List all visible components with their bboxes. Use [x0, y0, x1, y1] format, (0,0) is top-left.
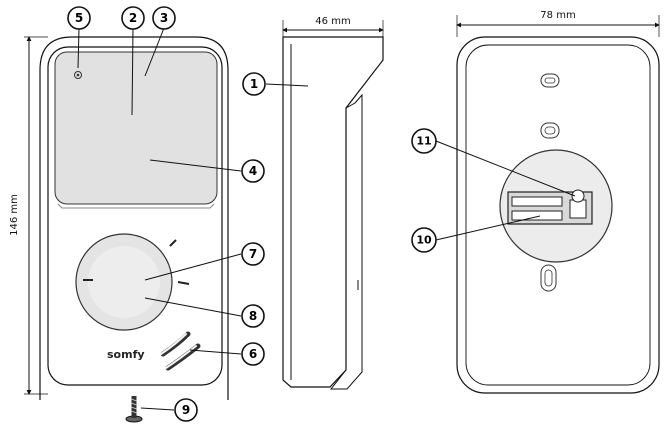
front-view: somfy 146 mm — [9, 36, 229, 423]
callout-11: 11 — [411, 128, 437, 154]
callout-9: 9 — [174, 398, 198, 422]
back-view — [456, 36, 660, 394]
callout-5: 5 — [67, 6, 91, 30]
side-cover-outline — [282, 36, 384, 388]
callout-7: 7 — [241, 242, 265, 266]
depth-label: 46 mm — [315, 16, 350, 27]
callout-2: 2 — [121, 6, 145, 30]
callout-leaders — [77, 27, 576, 411]
svg-text:7: 7 — [249, 247, 257, 261]
callout-10: 10 — [411, 227, 437, 253]
tamper-switch — [569, 199, 587, 219]
callout-4: 4 — [241, 159, 265, 183]
callout-3: 3 — [152, 6, 176, 30]
callout-8: 8 — [241, 304, 265, 328]
height-label: 146 mm — [9, 194, 20, 236]
mounting-slot — [540, 122, 560, 139]
speaker-slot — [160, 331, 191, 357]
brand-logo: somfy — [107, 348, 145, 361]
camera-window — [54, 51, 218, 205]
callout-1: 1 — [242, 72, 266, 96]
front-body — [47, 46, 223, 386]
svg-text:2: 2 — [129, 11, 137, 25]
back-outline — [456, 36, 660, 394]
svg-text:3: 3 — [160, 11, 168, 25]
led-hole — [74, 71, 82, 79]
svg-text:8: 8 — [249, 309, 257, 323]
svg-text:10: 10 — [416, 234, 432, 247]
call-button — [88, 246, 160, 318]
mounting-slot — [540, 73, 560, 88]
side-view: 46 mm — [282, 16, 384, 390]
width-label: 78 mm — [540, 10, 575, 21]
svg-text:9: 9 — [182, 403, 190, 417]
svg-text:6: 6 — [249, 347, 257, 361]
svg-text:5: 5 — [75, 11, 83, 25]
svg-text:1: 1 — [250, 77, 258, 91]
front-cover-outline — [39, 36, 229, 400]
speaker-slot — [165, 343, 201, 371]
svg-text:4: 4 — [249, 164, 257, 178]
callout-6: 6 — [241, 342, 265, 366]
screw — [125, 396, 143, 423]
mounting-slot — [540, 264, 557, 292]
svg-text:11: 11 — [416, 135, 431, 148]
